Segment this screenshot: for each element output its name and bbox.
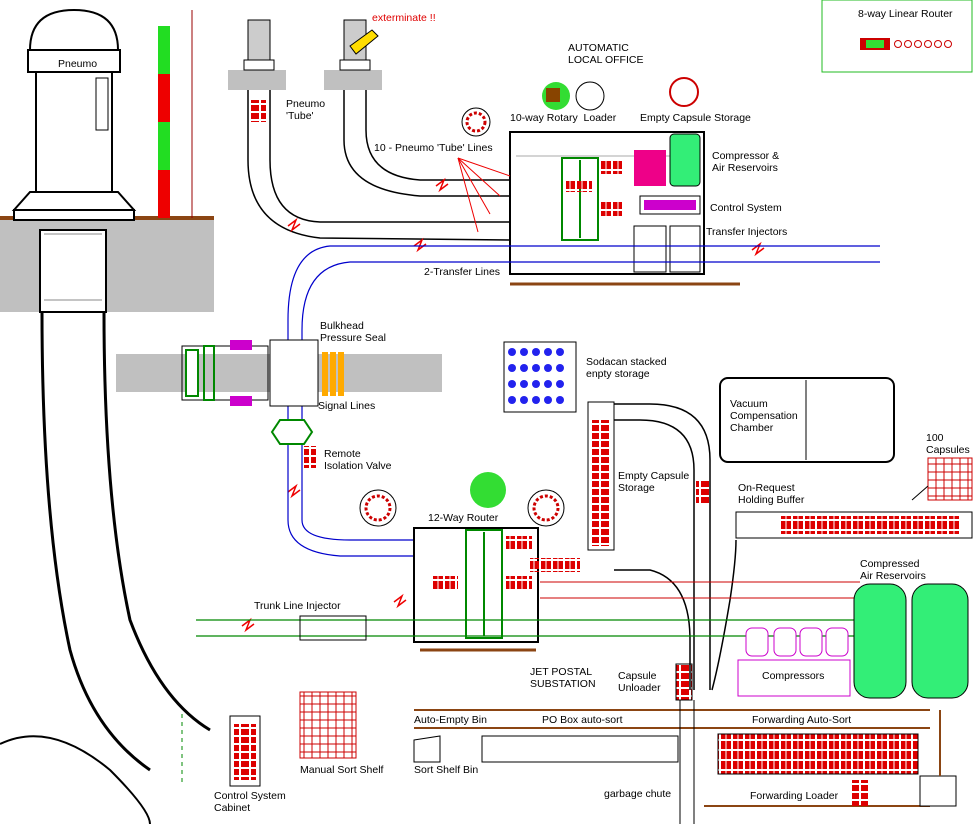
- compressors-unit: [737, 627, 851, 697]
- label-100-capsules: 100 Capsules: [926, 432, 970, 456]
- pneumo-kiosk: [11, 8, 137, 221]
- label-on-request-holding-buffer: On-Request Holding Buffer: [738, 482, 805, 506]
- label-sort-shelf-bin: Sort Shelf Bin: [414, 764, 479, 776]
- holding-buffer: [711, 511, 973, 691]
- label-auto-empty-bin: Auto-Empty Bin: [414, 714, 487, 726]
- label-trunk-line-injector: Trunk Line Injector: [254, 600, 341, 612]
- label-control-system: Control System: [710, 202, 782, 214]
- label-compressed-air-reservoirs: Compressed Air Reservoirs: [860, 558, 926, 582]
- linear-router-box: [821, 0, 973, 73]
- bulkhead-seal: [181, 339, 344, 468]
- red-lines: [540, 581, 860, 599]
- label-transfer-injectors: Transfer Injectors: [706, 226, 788, 238]
- capsule-unloader: [675, 663, 693, 701]
- pneumo-tubes: [247, 90, 511, 241]
- rotary-loader-icons: [542, 77, 699, 111]
- router-12-way: [359, 472, 580, 652]
- control-cabinet: [229, 715, 261, 787]
- label-empty-capsule-storage-top: Empty Capsule Storage: [640, 112, 751, 124]
- capsule-ring-icon: [461, 107, 491, 137]
- label-2-transfer-lines: 2-Transfer Lines: [424, 266, 501, 278]
- capsule-grid-100: [927, 457, 973, 501]
- pneumo-stations: [228, 19, 382, 122]
- sort-area: [413, 700, 957, 824]
- label-sodacan-storage: Sodacan stacked enpty storage: [586, 356, 667, 380]
- label-10-pneumo-tube-lines: 10 - Pneumo 'Tube' Lines: [374, 142, 493, 154]
- label-forwarding-loader: Forwarding Loader: [750, 790, 839, 802]
- shaft-tube: [0, 229, 211, 824]
- indicator-bar: [158, 26, 170, 218]
- transfer-lines: [287, 245, 880, 557]
- label-control-system-cabinet: Control System Cabinet: [214, 790, 286, 814]
- label-garbage-chute: garbage chute: [604, 788, 672, 800]
- trunk-injector: [299, 615, 367, 641]
- tube-callouts: [457, 157, 511, 233]
- label-pneumo: Pneumo: [58, 58, 98, 70]
- label-forwarding-auto-sort: Forwarding Auto-Sort: [752, 714, 852, 726]
- local-office: [509, 131, 740, 286]
- label-exterminate: exterminate !!: [372, 12, 436, 24]
- label-capsule-unloader: Capsule Unloader: [618, 670, 661, 694]
- capsule-storage-column: [587, 401, 711, 690]
- label-12-way-router: 12-Way Router: [428, 512, 499, 524]
- label-8-way-linear-router: 8-way Linear Router: [858, 8, 953, 20]
- label-bulkhead-pressure-seal: Bulkhead Pressure Seal: [320, 320, 386, 344]
- manual-sort-shelf: [299, 691, 357, 759]
- tube-break-marks: [241, 177, 765, 633]
- label-automatic-local-office: AUTOMATIC LOCAL OFFICE: [568, 42, 644, 66]
- label-remote-isolation-valve: Remote Isolation Valve: [324, 448, 392, 472]
- vacuum-chamber: [719, 377, 895, 463]
- label-compressors: Compressors: [762, 670, 825, 682]
- sodacan-storage: [503, 341, 577, 413]
- air-reservoirs: [853, 583, 969, 699]
- label-po-box-auto-sort: PO Box auto-sort: [542, 714, 623, 726]
- label-compressor-air-reservoirs: Compressor & Air Reservoirs: [712, 150, 780, 174]
- label-vacuum-compensation-chamber: Vacuum Compensation Chamber: [730, 398, 798, 434]
- label-signal-lines: Signal Lines: [318, 400, 376, 412]
- label-pneumo-tube: Pneumo 'Tube': [286, 98, 326, 122]
- label-empty-capsule-storage-mid: Empty Capsule Storage: [618, 470, 690, 494]
- label-10-way-rotary-loader: 10-way Rotary Loader: [510, 112, 617, 124]
- label-jet-postal-substation: JET POSTAL SUBSTATION: [530, 666, 596, 690]
- label-manual-sort-shelf: Manual Sort Shelf: [300, 764, 384, 776]
